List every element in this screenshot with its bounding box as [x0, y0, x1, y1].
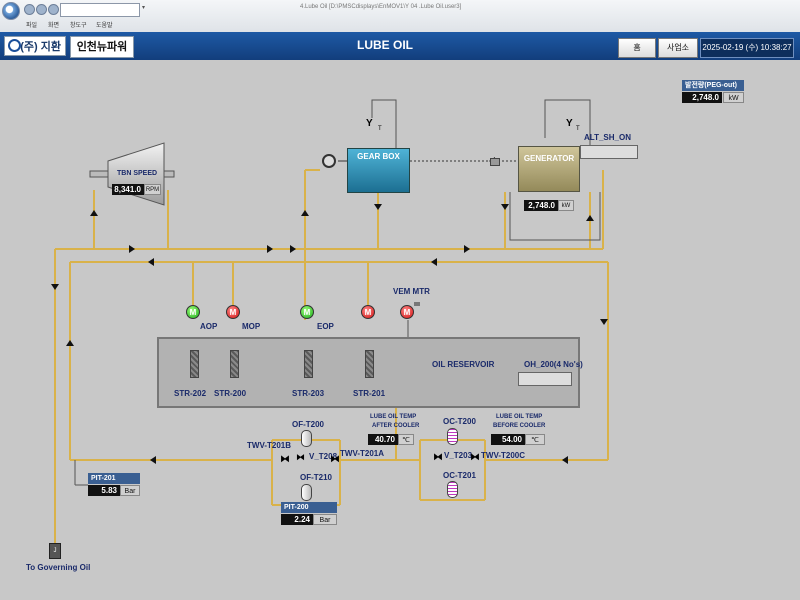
strainer-str-200-icon	[230, 350, 239, 378]
company-logo-icon	[8, 39, 21, 52]
eop-label: EOP	[317, 322, 334, 331]
datetime-display: 2025-02-19 (수) 10:38:27	[700, 38, 794, 58]
temp-element-icon: Y	[366, 118, 373, 129]
gear-pump-icon	[322, 154, 336, 168]
temp-element-label: T	[378, 126, 382, 132]
temp-after-cooler-label2: AFTER COOLER	[372, 423, 420, 429]
oil-heater-icon	[518, 372, 572, 386]
temp-before-cooler-label2: BEFORE COOLER	[493, 423, 546, 429]
cooler-bottom-label: OC-T201	[443, 471, 476, 480]
gen-temp-element-icon: Y	[566, 118, 573, 129]
eop-motor-icon[interactable]: M	[300, 305, 314, 319]
vem-mtr-label: VEM MTR	[393, 287, 430, 296]
piping-diagram	[51, 99, 609, 545]
generator-power-value: 2,748.0	[524, 200, 558, 211]
cooler-top-icon[interactable]	[447, 428, 458, 445]
generator-power-unit: kW	[558, 200, 574, 211]
menu-file[interactable]: 파일	[26, 23, 38, 29]
window-title: 4.Lube Oil [D:\PMSCdisplays\EnMOV1\Y 04 …	[300, 4, 462, 10]
app-logo-icon[interactable]	[2, 2, 20, 20]
str-200-label: STR-200	[214, 389, 247, 398]
aop-label: AOP	[200, 322, 218, 331]
plant-name: 인천뉴파워	[70, 36, 134, 58]
pit-200-unit: Bar	[313, 514, 337, 525]
power-out-unit: kW	[723, 92, 744, 103]
aop-motor-icon[interactable]: M	[186, 305, 200, 319]
menu-tools[interactable]: 창도구	[70, 23, 87, 29]
dropdown-arrow-icon[interactable]: ▾	[142, 5, 146, 11]
generator-label: GENERATOR	[523, 154, 575, 163]
filter-valve-icon[interactable]: ⧓	[296, 452, 305, 462]
pit-201-label: PIT-201	[88, 473, 140, 484]
strainer-str-203-icon	[304, 350, 313, 378]
twv-t200c-valve-icon[interactable]: ⧓	[470, 452, 480, 463]
power-out-value: 2,748.0	[682, 92, 722, 103]
twv-t201b-valve-icon[interactable]: ⧓	[280, 454, 290, 465]
oil-heater-label: OH_200(4 No's)	[524, 360, 583, 369]
page-title: LUBE OIL	[357, 38, 413, 52]
temp-before-cooler-value: 54.00	[491, 434, 525, 445]
twv-t201b-label: TWV-T201B	[247, 441, 292, 450]
alt-sh-on-label: ALT_SH_ON	[584, 133, 631, 142]
quick-open-icon[interactable]	[36, 4, 47, 15]
twv-t200c-label: TWV-T200C	[481, 451, 526, 460]
temp-before-cooler-label1: LUBE OIL TEMP	[496, 414, 543, 420]
temp-after-cooler-label1: LUBE OIL TEMP	[370, 414, 417, 420]
coupling-icon	[490, 158, 500, 166]
mop-label: MOP	[242, 322, 261, 331]
str-203-label: STR-203	[292, 389, 325, 398]
governing-oil-button[interactable]: J	[49, 543, 61, 559]
vem-fan-icon	[414, 302, 420, 306]
temp-after-cooler-unit: ℃	[398, 434, 414, 445]
vem-motor-icon[interactable]: M	[400, 305, 414, 319]
pit-201-unit: Bar	[120, 485, 140, 496]
filter-valve-label: V_T208	[309, 452, 338, 461]
pump4-motor-icon[interactable]: M	[361, 305, 375, 319]
gearbox[interactable]: GEAR BOX	[347, 148, 410, 193]
oil-reservoir-label: OIL RESERVOIR	[432, 360, 495, 369]
alt-heater-icon	[580, 145, 638, 159]
strainer-str-202-icon	[190, 350, 199, 378]
pit-201-value: 5.83	[88, 485, 120, 496]
strainer-str-201-icon	[365, 350, 374, 378]
gearbox-label: GEAR BOX	[357, 152, 400, 161]
menu-help[interactable]: 도움말	[96, 23, 113, 29]
generator[interactable]: GENERATOR	[518, 146, 580, 192]
pit-200-value: 2.24	[281, 514, 313, 525]
tbn-speed-value: 8,341.0	[112, 184, 144, 195]
tbn-speed-label: TBN SPEED	[117, 170, 158, 177]
governing-oil-label: To Governing Oil	[26, 563, 91, 572]
cooler-valve-icon[interactable]: ⧓	[433, 452, 443, 463]
twv-t201a-valve-icon[interactable]: ⧓	[330, 454, 340, 465]
power-out-label: 발전량(PEG-out)	[682, 80, 744, 91]
display-select-input[interactable]	[60, 3, 140, 17]
str-202-label: STR-202	[174, 389, 207, 398]
filter-top-label: OF-T200	[292, 420, 325, 429]
filter-bottom-icon[interactable]	[301, 484, 312, 501]
str-201-label: STR-201	[353, 389, 386, 398]
temp-before-cooler-unit: ℃	[525, 434, 545, 445]
mop-motor-icon[interactable]: M	[226, 305, 240, 319]
gen-temp-element-label: T	[576, 126, 580, 132]
cooler-bottom-icon[interactable]	[447, 481, 458, 498]
tbn-speed-unit: RPM	[144, 184, 161, 195]
office-button[interactable]: 사업소	[658, 38, 698, 58]
pit-200-label: PIT-200	[281, 502, 337, 513]
quick-print-icon[interactable]	[48, 4, 59, 15]
cooler-top-label: OC-T200	[443, 417, 476, 426]
cooler-valve-label: V_T203	[444, 451, 473, 460]
home-button[interactable]: 홈	[618, 38, 656, 58]
temp-after-cooler-value: 40.70	[368, 434, 398, 445]
filter-top-icon[interactable]	[301, 430, 312, 447]
menu-screen[interactable]: 화면	[48, 23, 60, 29]
quick-save-icon[interactable]	[24, 4, 35, 15]
twv-t201a-label: TWV-T201A	[340, 449, 385, 458]
filter-bottom-label: OF-T210	[300, 473, 333, 482]
